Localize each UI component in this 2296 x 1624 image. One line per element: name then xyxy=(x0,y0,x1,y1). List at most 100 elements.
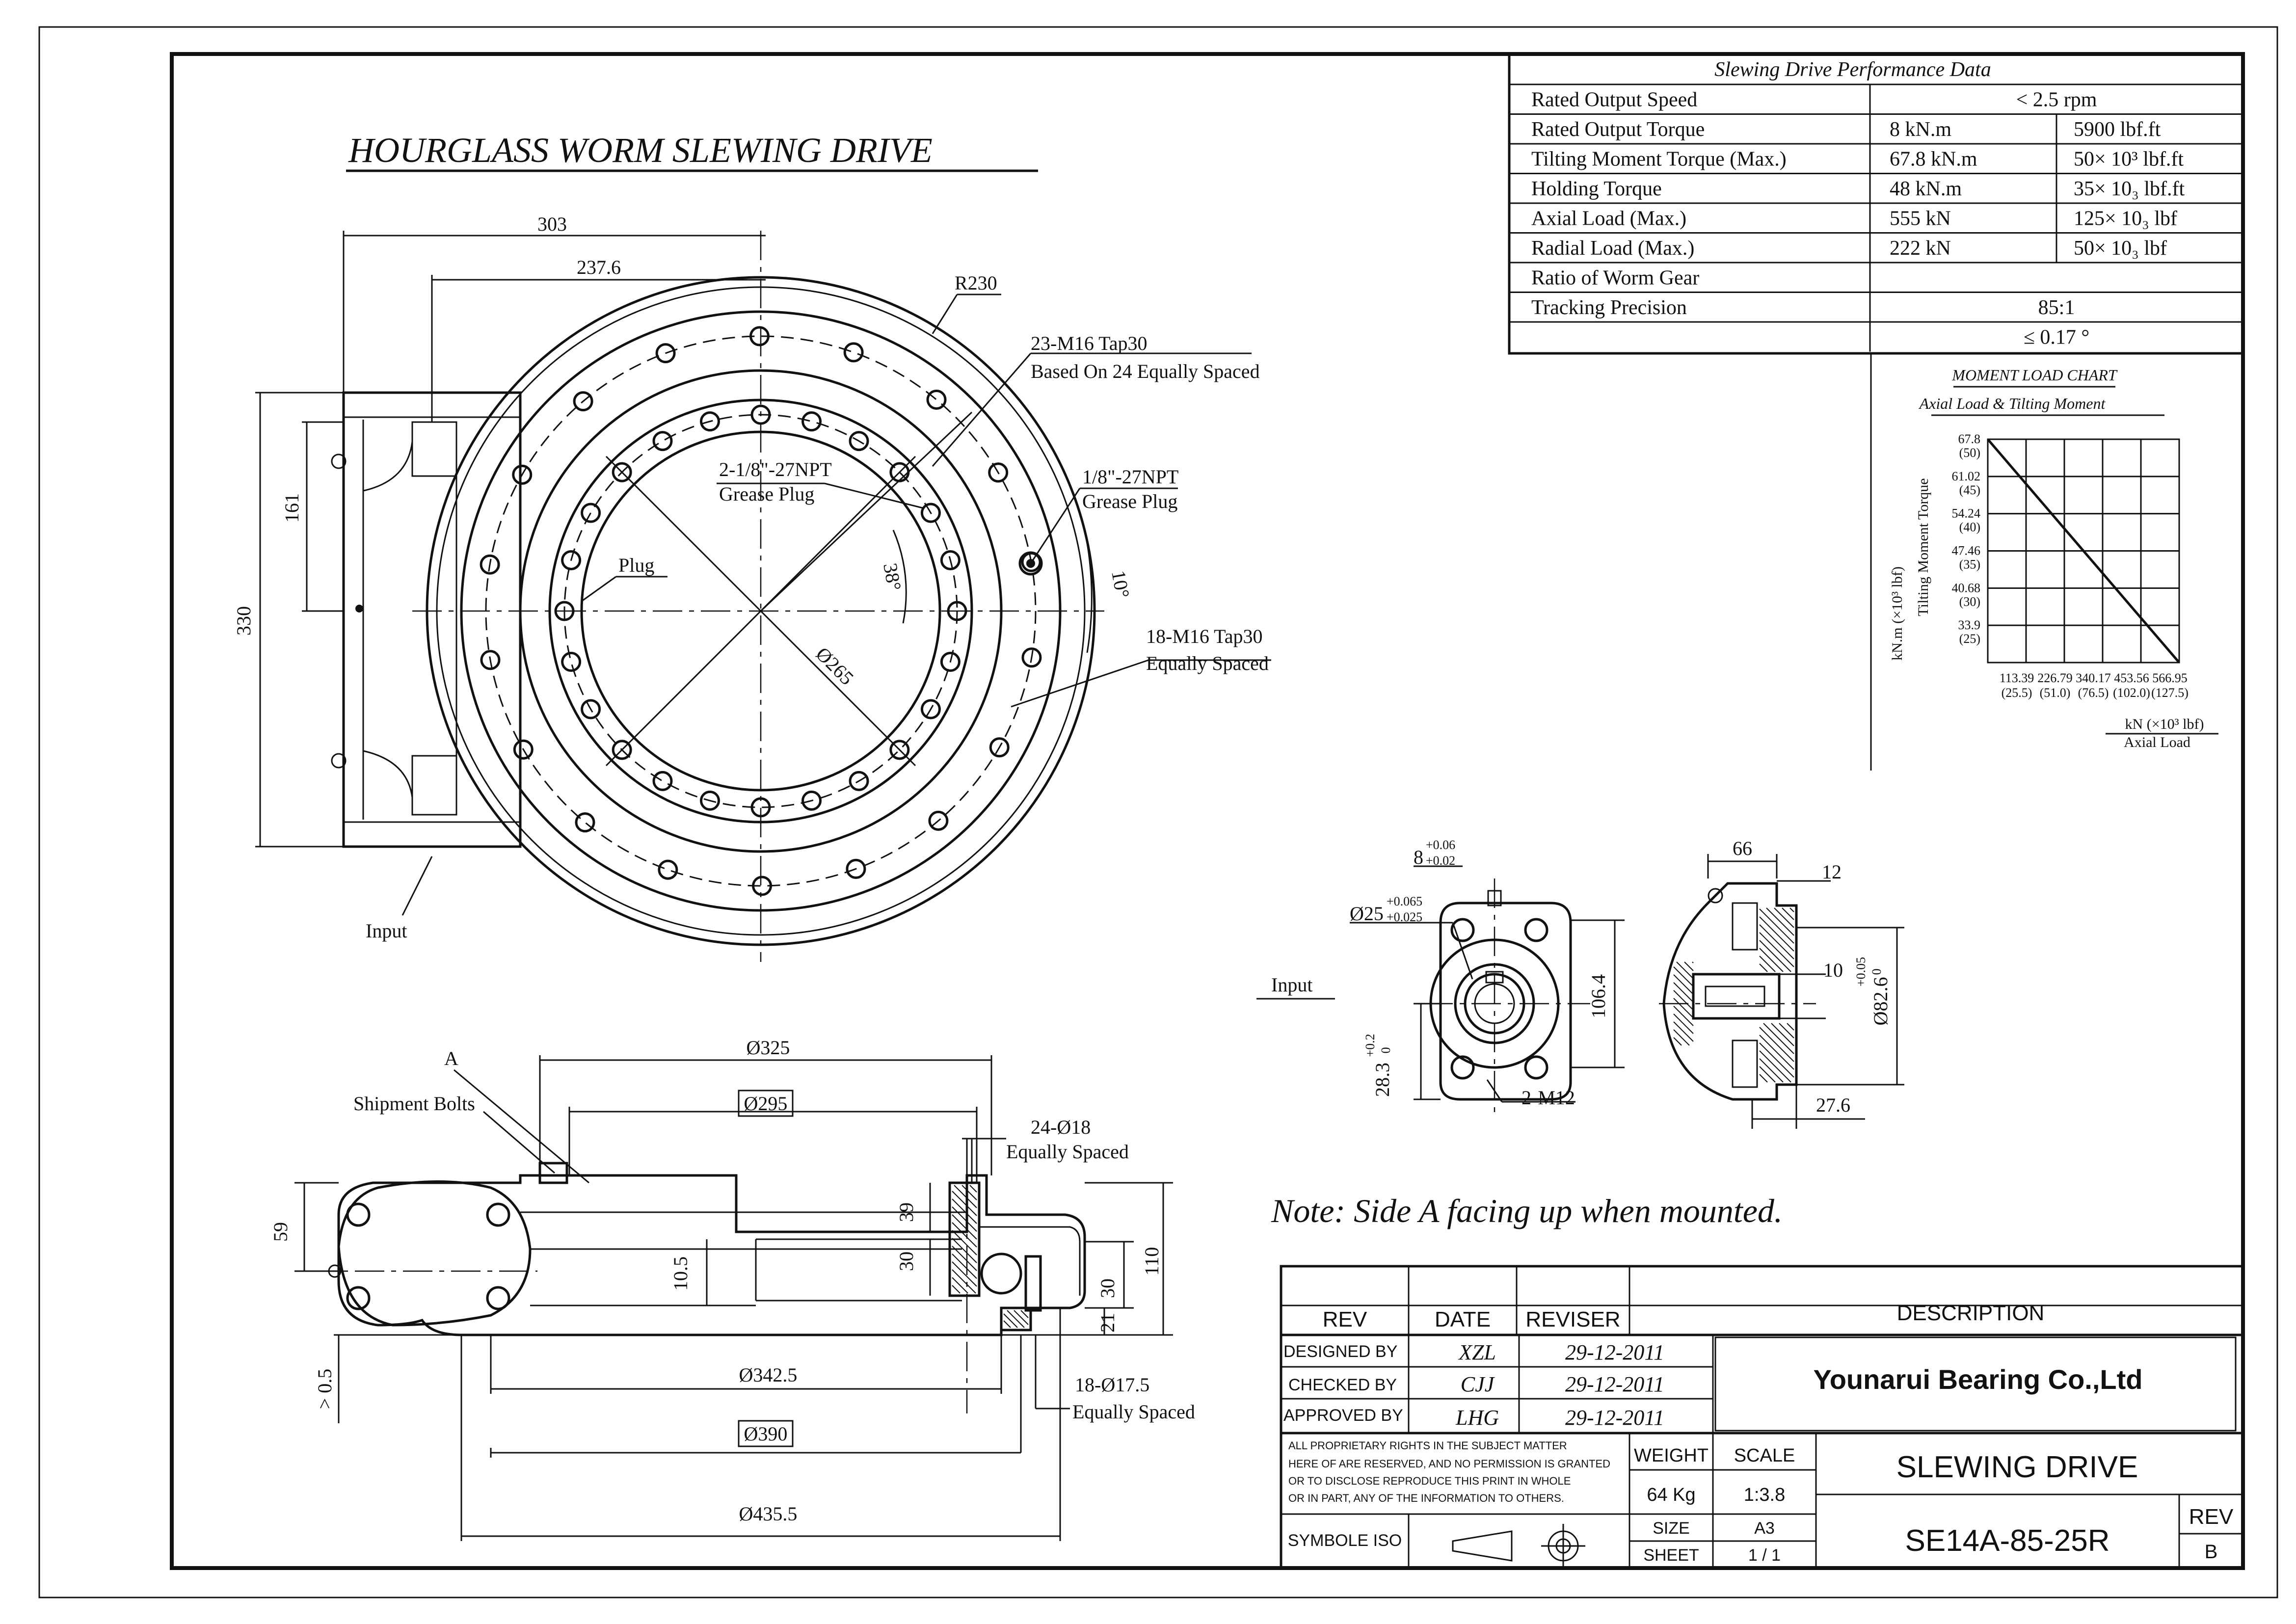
chart-ytick: 40.68 xyxy=(1952,581,1981,595)
tb-symbole-label: SYMBOLE ISO xyxy=(1288,1531,1402,1550)
tb-approved-label: APPROVED BY xyxy=(1283,1406,1403,1425)
note-npt2: 2-1/8"-27NPT xyxy=(719,458,832,480)
note-h24-sub: Equally Spaced xyxy=(1006,1141,1129,1163)
tb-approved-date: 29-12-2011 xyxy=(1565,1406,1664,1430)
dim-161: 161 xyxy=(281,493,303,523)
inner-frame xyxy=(170,52,2245,1570)
mounting-hole-inner xyxy=(561,652,582,672)
tb-rights-2: HERE OF ARE RESERVED, AND NO PERMISSION … xyxy=(1288,1458,1610,1470)
tb-designed-label: DESIGNED BY xyxy=(1283,1342,1397,1361)
tb-checked-label: CHECKED BY xyxy=(1288,1376,1397,1394)
tb-scale-value: 1:3.8 xyxy=(1744,1485,1786,1505)
chart-xtick-sub: (127.5) xyxy=(2151,686,2189,700)
tb-sheet-label: SHEET xyxy=(1643,1546,1699,1565)
perf-label: Rated Output Speed xyxy=(1531,89,1697,111)
mounting-hole-outer xyxy=(480,650,501,670)
mounting-hole-outer xyxy=(655,343,676,364)
dim-39: 39 xyxy=(895,1202,917,1222)
perf-metric: 48 kN.m xyxy=(1890,178,1962,200)
chart-ytick: 33.9 xyxy=(1958,618,1981,632)
chart-ytick: 61.02 xyxy=(1952,469,1981,483)
mounting-hole-inner xyxy=(849,431,869,452)
chart-xtick: 566.95 xyxy=(2152,671,2188,685)
perf-imperial: 35× 10₃ lbf.ft xyxy=(2074,178,2185,200)
perf-imperial: 125× 10₃ lbf xyxy=(2074,208,2177,230)
note-m12: 2-M12 xyxy=(1522,1087,1575,1109)
mounting-hole-outer xyxy=(846,858,866,879)
chart-ytick-sub: (45) xyxy=(1959,483,1980,497)
chart-ytick: 54.24 xyxy=(1952,506,1981,521)
tb-checked-name: CJJ xyxy=(1461,1372,1495,1396)
dim-d435-5: Ø435.5 xyxy=(739,1503,798,1525)
chart-ylabel-unit: kN.m (×10³ lbf) xyxy=(1889,566,1905,661)
tb-weight-value: 64 Kg xyxy=(1647,1485,1695,1505)
mounting-hole-outer xyxy=(1021,647,1042,668)
tb-rights-1: ALL PROPRIETARY RIGHTS IN THE SUBJECT MA… xyxy=(1288,1439,1567,1452)
dim-r230: R230 xyxy=(955,272,997,294)
dim-shaft-tol-u: +0.065 xyxy=(1387,894,1422,908)
chart-ytick-sub: (35) xyxy=(1959,558,1980,572)
chart-xtick: 226.79 xyxy=(2037,671,2073,685)
mounting-hole-inner xyxy=(561,550,582,570)
mounting-hole-inner xyxy=(612,462,632,482)
tb-reviser-header: REVISER xyxy=(1525,1307,1620,1331)
tb-size-value: A3 xyxy=(1754,1519,1775,1538)
mounting-hole-inner xyxy=(801,790,822,811)
dim-59: 59 xyxy=(269,1222,292,1242)
perf-label: Tracking Precision xyxy=(1531,296,1687,319)
mounting-hole-outer xyxy=(513,739,534,760)
mounting-hole-outer xyxy=(926,389,947,410)
dim-237-6: 237.6 xyxy=(577,256,621,278)
moment-chart-subtitle: Axial Load & Tilting Moment xyxy=(1919,395,2106,412)
tb-sheet-value: 1 / 1 xyxy=(1748,1546,1781,1565)
chart-xtick: 453.56 xyxy=(2114,671,2149,685)
mounting-hole-inner xyxy=(612,740,632,760)
note-h24: 24-Ø18 xyxy=(1031,1116,1091,1138)
chart-ytick-sub: (40) xyxy=(1959,520,1980,534)
tb-rev-header: REV xyxy=(1323,1307,1367,1331)
mounting-hole-inner xyxy=(581,503,601,523)
mounting-hole-inner xyxy=(652,431,673,452)
mounting-hole-outer xyxy=(658,859,678,880)
label-input-flange: Input xyxy=(1271,974,1312,996)
perf-metric: 8 kN.m xyxy=(1890,118,1951,141)
chart-xtick-sub: (76.5) xyxy=(2078,686,2109,700)
chart-xlabel-unit: kN (×10³ lbf) xyxy=(2125,716,2204,732)
chart-ytick-sub: (50) xyxy=(1959,446,1980,460)
mounting-hole-inner xyxy=(849,771,869,791)
dim-106-4: 106.4 xyxy=(1587,974,1609,1018)
mounting-hole-outer xyxy=(573,391,593,412)
dim-28-3-tol-l: 0 xyxy=(1379,1047,1393,1054)
dim-d325: Ø325 xyxy=(747,1037,790,1059)
chart-xtick-sub: (102.0) xyxy=(2113,686,2150,700)
dim-110: 110 xyxy=(1141,1247,1163,1276)
perf-label: Ratio of Worm Gear xyxy=(1531,267,1699,290)
dim-30b: 30 xyxy=(1096,1278,1119,1298)
perf-value: < 2.5 rpm xyxy=(2016,89,2097,111)
note-tap18: 18-M16 Tap30 xyxy=(1146,625,1263,647)
dim-gt05: > 0.5 xyxy=(314,1369,336,1410)
tb-date-header: DATE xyxy=(1435,1307,1491,1331)
mounting-hole-inner xyxy=(920,699,941,719)
dim-28-3: 28.3 xyxy=(1371,1063,1393,1097)
tb-checked-date: 29-12-2011 xyxy=(1565,1372,1664,1396)
chart-xtick: 340.17 xyxy=(2076,671,2111,685)
dim-d342-5: Ø342.5 xyxy=(739,1364,798,1386)
mounting-hole-inner xyxy=(940,652,961,672)
tb-size-label: SIZE xyxy=(1653,1519,1690,1538)
perf-imperial: 50× 10³ lbf.ft xyxy=(2074,148,2184,171)
dim-key-tol-l: +0.02 xyxy=(1426,853,1455,868)
dim-66: 66 xyxy=(1733,837,1752,859)
dim-key-tol-u: +0.06 xyxy=(1426,838,1455,852)
note-h18: 18-Ø17.5 xyxy=(1075,1374,1149,1396)
tb-rights-3: OR TO DISCLOSE REPRODUCE THIS PRINT IN W… xyxy=(1288,1475,1571,1487)
tb-description-header: DESCRIPTION xyxy=(1897,1301,2045,1325)
top-view: 303 237.6 330 161 R230 23-M16 Tap30 Base… xyxy=(233,213,1271,962)
dim-28-3-tol-u: +0.2 xyxy=(1363,1034,1377,1057)
mounting-hole-inner xyxy=(699,411,720,432)
mounting-hole-outer xyxy=(928,810,949,831)
tb-rev-value: B xyxy=(2205,1541,2218,1563)
mounting-hole-inner xyxy=(801,411,822,432)
note-npt2-sub: Grease Plug xyxy=(719,483,814,505)
